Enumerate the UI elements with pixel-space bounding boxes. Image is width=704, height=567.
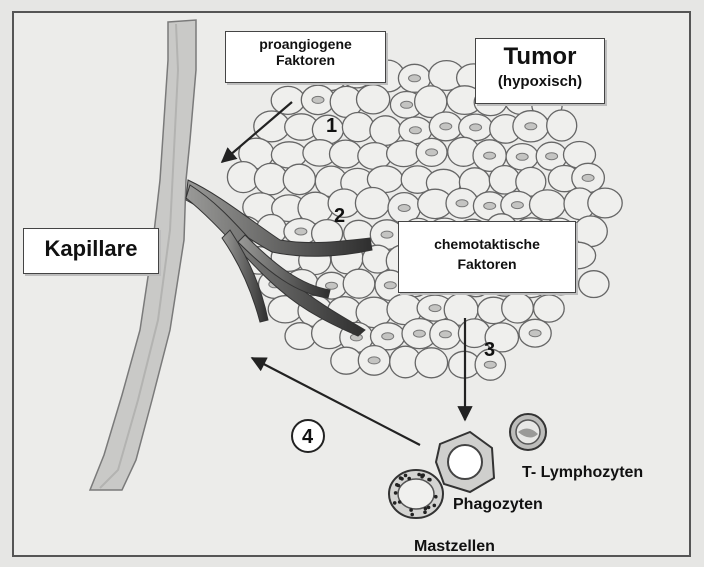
step-number-1: 1	[326, 115, 337, 137]
mast-cell-granule	[404, 474, 408, 478]
tumor-cell-nucleus	[440, 123, 452, 130]
tumor-cell	[370, 116, 401, 146]
mast-cell-granule	[393, 501, 397, 505]
tumor-cell	[530, 190, 566, 220]
tumor-cell-nucleus	[326, 282, 338, 289]
mast-cell-granule	[407, 477, 411, 481]
mast-cell-granule	[397, 484, 401, 488]
tumor-cell	[415, 348, 447, 378]
tumor-cell	[331, 347, 362, 374]
tumor-title: Tumor	[476, 43, 604, 71]
tumor-cell-nucleus	[382, 333, 394, 340]
chemotactic-line1: chemotaktische	[399, 236, 575, 252]
tumor-cell-nucleus	[295, 228, 307, 235]
mast-cell-granule	[433, 504, 437, 508]
mast-cells-label: Mastzellen	[414, 538, 495, 556]
tumor-cell	[357, 85, 390, 114]
step-number-2: 2	[334, 205, 345, 227]
tumor-cell-nucleus	[456, 200, 468, 207]
tumor-cell	[588, 188, 622, 218]
tumor-cell	[342, 113, 373, 142]
tumor-cell-nucleus	[413, 330, 425, 337]
tumor-cell-nucleus	[426, 149, 438, 156]
tumor-cell-nucleus	[484, 152, 496, 159]
tumor-cell-nucleus	[429, 305, 441, 312]
tumor-cell-nucleus	[470, 124, 482, 131]
tumor-cell	[343, 269, 375, 298]
tumor-cell-nucleus	[398, 205, 410, 212]
tumor-cell-nucleus	[525, 123, 537, 130]
tumor-cell	[355, 188, 389, 219]
tumor-cell-nucleus	[439, 331, 451, 338]
mast-cell-granule	[434, 495, 438, 499]
tumor-label: Tumor (hypoxisch)	[475, 38, 605, 104]
mast-cell-granule	[410, 513, 414, 517]
step-number-4: 4	[302, 426, 314, 448]
tumor-cell	[502, 293, 534, 323]
tumor-cell	[283, 164, 315, 194]
capillary-label: Kapillare	[23, 228, 159, 274]
mast-cell-granule	[423, 510, 427, 514]
tumor-cell-nucleus	[511, 202, 523, 209]
mast-cell-granule	[400, 477, 404, 481]
mast-cell-granule	[398, 500, 402, 504]
mast-cell-granule	[417, 473, 421, 477]
tumor-subtitle: (hypoxisch)	[476, 73, 604, 90]
chemotactic-line2: Faktoren	[399, 256, 575, 272]
tumor-cell-nucleus	[381, 231, 393, 238]
proangiogenic-line2: Faktoren	[226, 52, 385, 68]
phagocytes-label: Phagozyten	[453, 496, 543, 514]
tumor-cell-nucleus	[384, 282, 396, 289]
tumor-cell	[579, 271, 609, 298]
mast-cell-granule	[409, 508, 413, 512]
tumor-cell-nucleus	[546, 153, 558, 160]
tumor-cell-nucleus	[401, 101, 413, 108]
tumor-cell	[547, 110, 577, 141]
tumor-cell-nucleus	[312, 96, 324, 103]
tumor-cell-nucleus	[409, 127, 421, 134]
t-lymphocytes-label: T- Lymphozyten	[522, 464, 643, 482]
mast-cell-granule	[394, 491, 398, 495]
step-number-3: 3	[484, 339, 495, 361]
tumor-cell-nucleus	[484, 202, 496, 209]
t-lymphocyte-cell	[510, 414, 546, 450]
mast-cell-granule	[427, 478, 431, 482]
tumor-cell	[489, 166, 519, 194]
tumor-cell-nucleus	[484, 361, 496, 368]
proangiogenic-factors-label: proangiogene Faktoren	[225, 31, 386, 83]
mast-cell-granule	[427, 506, 431, 510]
tumor-cell	[534, 295, 565, 322]
mast-cell-granule	[424, 507, 428, 511]
tumor-cell	[271, 86, 305, 114]
tumor-cell	[285, 323, 316, 350]
tumor-cell-nucleus	[368, 357, 380, 364]
proangiogenic-line1: proangiogene	[226, 36, 385, 52]
mast-cell	[389, 470, 443, 518]
tumor-cell-nucleus	[529, 330, 541, 337]
capillary-text: Kapillare	[24, 229, 158, 269]
tumor-cell-nucleus	[582, 174, 594, 181]
tumor-cell-nucleus	[409, 75, 421, 82]
tumor-cell	[254, 163, 287, 194]
chemotactic-factors-label: chemotaktische Faktoren	[398, 221, 576, 293]
tumor-cell-nucleus	[516, 153, 528, 160]
tumor-cell	[330, 140, 362, 168]
mast-cell-granule	[420, 475, 424, 479]
